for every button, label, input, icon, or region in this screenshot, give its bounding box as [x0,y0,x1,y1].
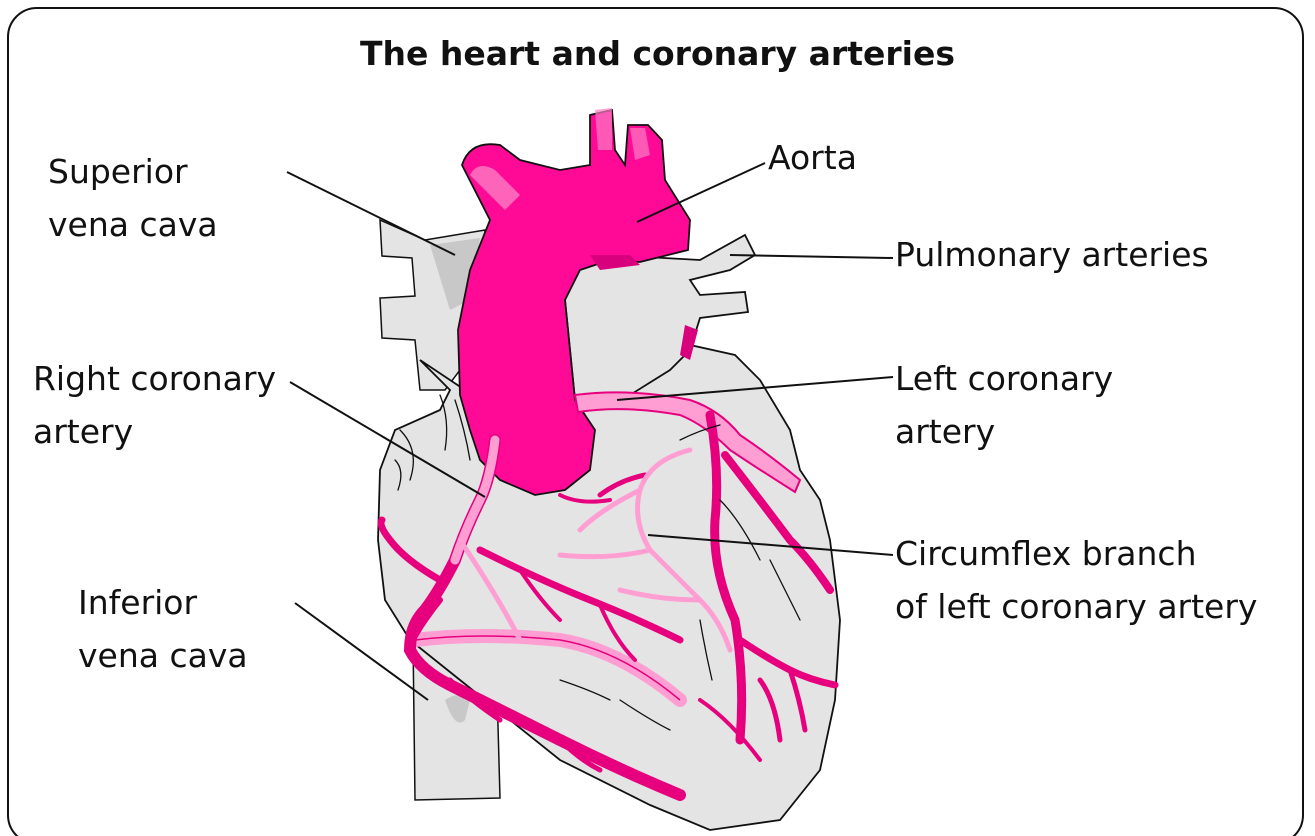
label-right-coronary-artery: Right coronary artery [33,352,276,458]
label-circumflex-branch: Circumflex branch of left coronary arter… [895,527,1257,633]
label-aorta: Aorta [768,131,857,184]
label-left-coronary-artery: Left coronary artery [895,352,1113,458]
label-inferior-vena-cava: Inferior vena cava [78,576,248,682]
leader-pulmonary-arteries [730,255,893,258]
label-pulmonary-arteries: Pulmonary arteries [895,228,1209,281]
leader-superior-vena-cava [287,172,455,255]
label-superior-vena-cava: Superior vena cava [48,145,218,251]
